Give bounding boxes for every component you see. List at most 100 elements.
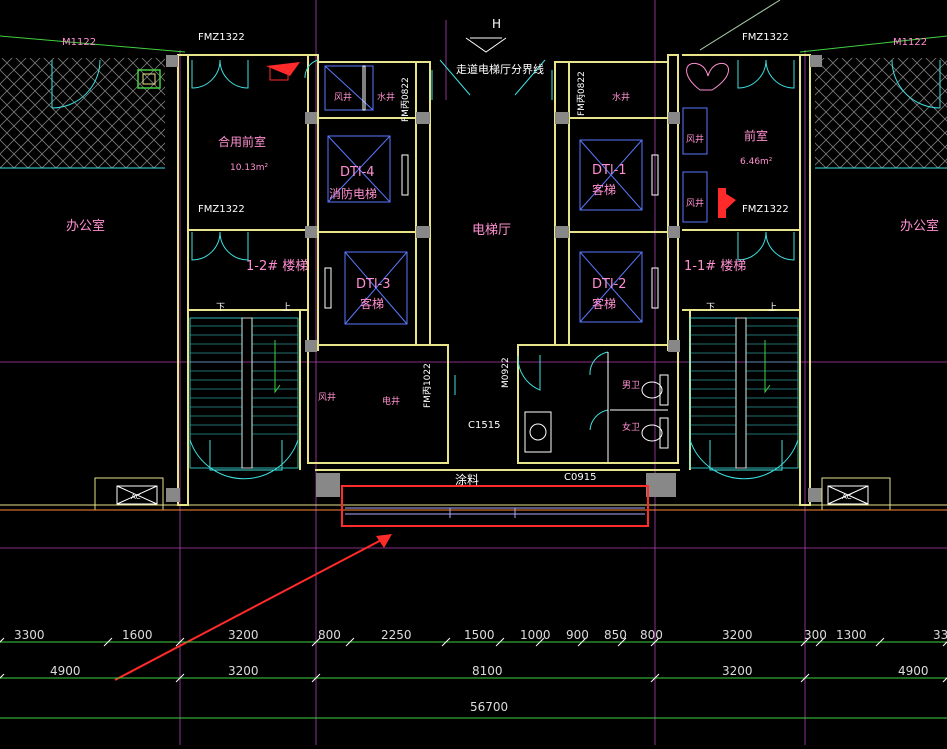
office-left-label: 办公室: [66, 218, 105, 234]
stair-treads: [190, 325, 798, 435]
riser-marker: [137, 69, 161, 89]
dimension-tick: [617, 637, 627, 647]
paint-label: 涂料: [455, 472, 479, 487]
dimension-tick: [800, 637, 810, 647]
dt2-code: DTl-2: [592, 277, 627, 292]
stair-arrows: [274, 340, 771, 394]
stair-left-up: 上: [282, 302, 291, 313]
dt3-code: DTl-3: [356, 277, 391, 292]
stair-right-label: 1-1# 楼梯: [684, 259, 746, 274]
dt2-name: 客梯: [592, 296, 616, 311]
dim-r1-10: 3200: [722, 628, 753, 642]
dim-r1-3: 800: [318, 628, 341, 642]
dimension-tick: [577, 637, 587, 647]
stair-left: [189, 317, 299, 469]
dimension-tick: [311, 637, 321, 647]
corridor-boundary-label: 走道电梯厅分界线: [456, 62, 544, 76]
dim-r1-9: 800: [640, 628, 663, 642]
dim-r1-6: 1000: [520, 628, 551, 642]
plant-symbol: [686, 62, 729, 91]
dimension-tick: [345, 637, 355, 647]
fmz1322-ml-label: FMZ1322: [198, 204, 245, 215]
dim-r1-0: 3300: [14, 628, 45, 642]
top-boundary-lines: [0, 0, 947, 53]
fm1022-label: FM丙1022: [422, 363, 433, 408]
dim-r1-12: 1300: [836, 628, 867, 642]
stair-landings: [189, 439, 799, 480]
m1122-left-label: M1122: [62, 37, 96, 48]
dt3-name: 客梯: [360, 296, 384, 311]
dim-r2-2: 8100: [472, 664, 503, 678]
door-m1122-left: [51, 59, 101, 109]
dim-row-1: 3300 1600 3200 800 2250 1500 1000 900 85…: [14, 628, 947, 642]
office-right-label: 办公室: [900, 218, 939, 234]
dimension-tick: [942, 641, 947, 647]
dim-total: 56700: [470, 700, 508, 714]
top-marker-label: H: [492, 17, 501, 31]
stair-right: [689, 317, 799, 469]
diagonal-line: [699, 0, 781, 51]
fmz1322-tl-label: FMZ1322: [198, 32, 245, 43]
dt1-code: DTl-1: [592, 163, 627, 178]
dimension-tick: [942, 677, 947, 683]
dimension-ticks: [0, 637, 947, 683]
stair-right-up: 上: [768, 302, 777, 313]
elec-shaft-label: 电井: [382, 395, 400, 407]
c1515-label: C1515: [468, 420, 500, 431]
dimension-tick: [650, 637, 660, 647]
dimension-lines: [0, 641, 947, 719]
air-shaft-right-2: 风井: [686, 197, 704, 209]
fm0822-left-label: FM丙0822: [400, 77, 411, 122]
dimension-tick: [495, 637, 505, 647]
bottom-glass-wall: [345, 507, 645, 518]
dim-r1-4: 2250: [381, 628, 412, 642]
dimension-tick: [175, 637, 185, 647]
stair-right-down: 下: [706, 303, 715, 313]
air-shaft-top-left: 风井: [334, 91, 352, 103]
dimension-tick: [800, 673, 810, 683]
female-wc-label: 女卫: [622, 421, 640, 433]
columns: [166, 55, 822, 502]
water-shaft-left: 水井: [377, 91, 395, 103]
fire-hydrant-markers: [266, 62, 736, 218]
hatch-left: [0, 58, 165, 168]
elevator-shafts: [324, 65, 708, 325]
dimension-tick: [311, 673, 321, 683]
dim-r1-1: 1600: [122, 628, 153, 642]
hatch-right: [815, 58, 947, 168]
dt1-name: 客梯: [592, 182, 616, 197]
dt4-name: 消防电梯: [329, 186, 377, 201]
dimension-tick: [441, 637, 451, 647]
dimension-tick: [535, 637, 545, 647]
c0915-label: C0915: [564, 472, 596, 483]
dim-row-2: 4900 3200 8100 3200 4900: [50, 664, 929, 678]
dim-r1-7: 900: [566, 628, 589, 642]
ac-left-label: AC: [131, 493, 141, 501]
front-room-label: 前室: [744, 128, 768, 143]
air-shaft-right-1: 风井: [686, 133, 704, 145]
m1122-right-label: M1122: [893, 37, 927, 48]
dim-r1-13: 33: [933, 628, 947, 642]
dim-r2-4: 4900: [898, 664, 929, 678]
combined-lobby-label: 合用前室: [218, 134, 266, 149]
highlight-box: [341, 485, 649, 527]
dim-r1-11: 300: [804, 628, 827, 642]
water-shaft-right: 水井: [612, 91, 630, 103]
m0922-label: M0922: [501, 357, 511, 388]
fmz1322-tr-label: FMZ1322: [742, 32, 789, 43]
dim-r2-3: 3200: [722, 664, 753, 678]
dimension-tick: [0, 673, 5, 679]
elevator-hall-label: 电梯厅: [472, 223, 511, 238]
dim-r2-0: 4900: [50, 664, 81, 678]
dimension-tick: [650, 673, 660, 683]
dim-r1-8: 850: [604, 628, 627, 642]
ac-right-label: AC: [842, 493, 852, 501]
dimension-tick: [175, 673, 185, 683]
air-shaft-bottom-left: 风井: [318, 391, 336, 403]
dimension-tick: [0, 637, 5, 643]
combined-lobby-area: 10.13m²: [230, 163, 269, 173]
dim-r1-5: 1500: [464, 628, 495, 642]
door-swings: [191, 59, 795, 431]
